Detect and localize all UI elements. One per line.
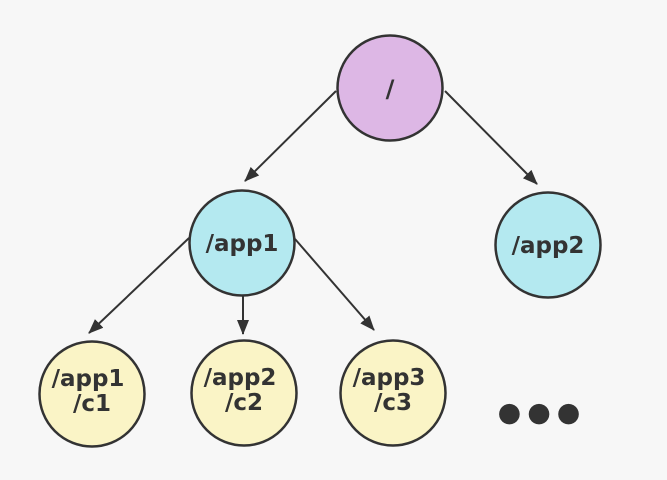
node-app1-label: /app1: [206, 231, 279, 257]
edge-root-to-app2: [444, 90, 538, 185]
node-app1-c1-label-line1: /app1: [52, 366, 125, 392]
node-app2-c2-label-line2: /c2: [225, 390, 263, 416]
node-app2-c2-label: /app2 /c2: [204, 365, 285, 416]
node-app3-c3-circle: [339, 339, 447, 447]
node-app3-c3-label: /app3 /c3: [353, 365, 434, 416]
node-app1: /app1: [188, 189, 296, 297]
node-root-circle: [336, 34, 444, 142]
ellipsis-more-nodes: ●●●: [498, 397, 587, 428]
edge-app1-to-c1: [88, 237, 190, 334]
node-app2-c2: /app2 /c2: [190, 339, 298, 447]
node-app3-c3: /app3 /c3: [339, 339, 447, 447]
node-app2-c2-circle: [190, 339, 298, 447]
edges: [88, 90, 538, 335]
node-app1-c1: /app1 /c1: [38, 340, 146, 448]
node-root: /: [336, 34, 444, 142]
edge-root-to-app1: [244, 90, 337, 182]
node-root-label: /: [386, 75, 395, 103]
node-app1-c1-label: /app1 /c1: [52, 366, 133, 417]
node-app1-c1-label-line2: /c1: [73, 391, 111, 417]
node-app2-label: /app2: [512, 233, 585, 259]
node-app3-c3-label-line2: /c3: [374, 390, 412, 416]
node-app2: /app2: [494, 191, 602, 299]
node-app2-circle: [494, 191, 602, 299]
node-app1-circle: [188, 189, 296, 297]
node-app2-c2-label-line1: /app2: [204, 365, 277, 391]
edge-app1-to-c3: [294, 238, 375, 331]
node-app1-c1-circle: [38, 340, 146, 448]
node-app3-c3-label-line1: /app3: [353, 365, 426, 391]
